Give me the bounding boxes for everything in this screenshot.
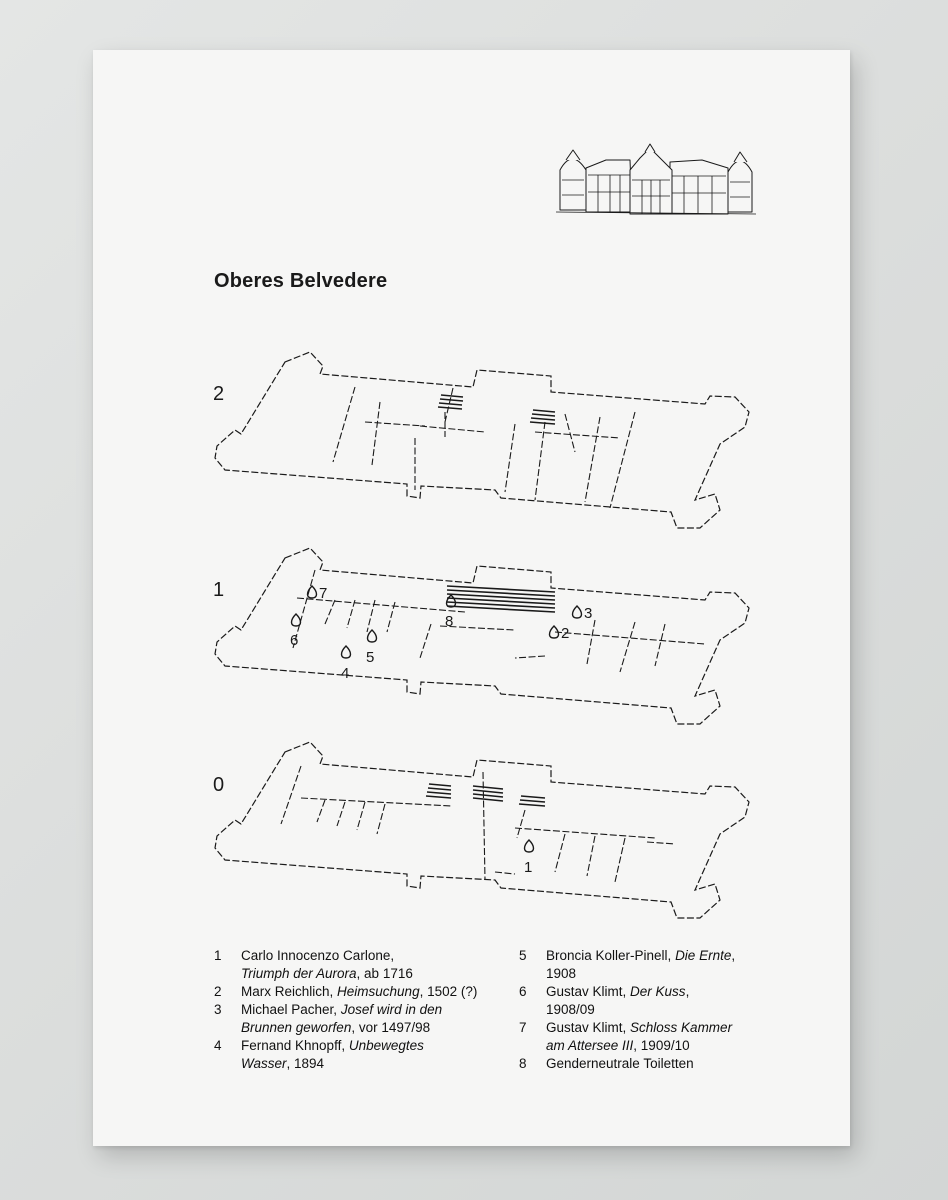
pin-icon-4[interactable] (340, 645, 352, 659)
legend-item: 2 Marx Reichlich, Heimsuchung, 1502 (?) (214, 984, 478, 999)
map-title: Oberes Belvedere (214, 270, 388, 292)
legend-item: 4 Fernand Khnopff, Unbewegtes Wasser, 18… (214, 1038, 424, 1071)
marker-2: 2 (561, 625, 569, 642)
legend-item: 6 Gustav Klimt, Der Kuss, 1908/09 (519, 984, 690, 1017)
legend-item: 7 Gustav Klimt, Schloss Kammer am Atters… (519, 1020, 733, 1053)
legend-item: 8 Genderneutrale Toiletten (519, 1056, 694, 1071)
pin-icon-3[interactable] (571, 605, 583, 619)
pin-icon-2[interactable] (548, 625, 560, 639)
pin-icon-8[interactable] (445, 594, 457, 608)
legend-item: 1 Carlo Innocenzo Carlone, Triumph der A… (214, 948, 413, 981)
legend-right: 5 Broncia Koller-Pinell, Die Ernte, 1908… (519, 947, 809, 1073)
legend-left: 1 Carlo Innocenzo Carlone, Triumph der A… (214, 947, 504, 1073)
legend-item: 3 Michael Pacher, Josef wird in den Brun… (214, 1002, 443, 1035)
marker-8: 8 (445, 613, 453, 630)
floor-label-1: 1 (213, 579, 225, 601)
pin-icon-7[interactable] (306, 585, 318, 599)
marker-4: 4 (341, 665, 349, 682)
marker-1: 1 (524, 859, 532, 876)
pin-icon-6[interactable] (290, 613, 302, 627)
marker-7: 7 (319, 585, 327, 602)
legend-item: 5 Broncia Koller-Pinell, Die Ernte, 1908 (519, 948, 736, 981)
marker-6: 6 (290, 632, 298, 649)
map-card (93, 50, 850, 1146)
pin-icon-1[interactable] (523, 839, 535, 853)
marker-5: 5 (366, 649, 374, 666)
floor-label-2: 2 (213, 383, 225, 405)
floor-label-0: 0 (213, 774, 225, 796)
pin-icon-5[interactable] (366, 629, 378, 643)
marker-3: 3 (584, 605, 592, 622)
